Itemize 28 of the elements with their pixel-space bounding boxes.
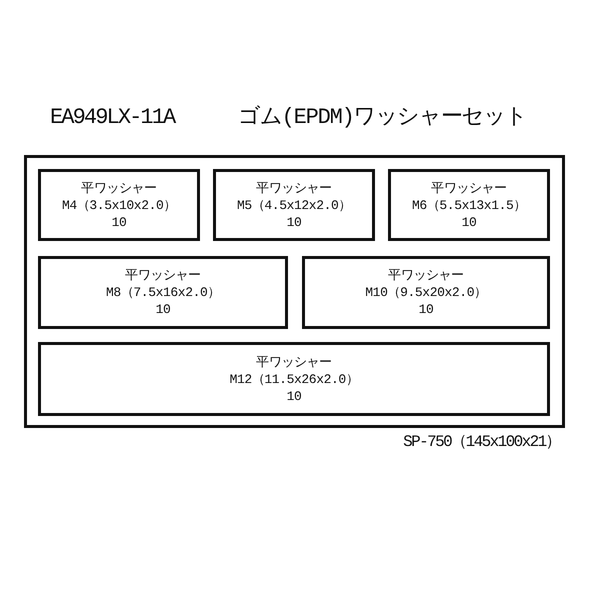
part-name: 平ワッシャー	[125, 267, 201, 284]
size-label: M5（4.5x12x2.0）	[236, 196, 351, 214]
compartment-box	[38, 169, 200, 241]
part-name: 平ワッシャー	[81, 180, 157, 196]
model-number: EA949LX-11A	[50, 105, 174, 131]
compartment-box	[213, 169, 375, 241]
size-label: M8（7.5x16x2.0）	[106, 284, 220, 301]
compartment-box	[388, 169, 550, 241]
quantity-label: 10	[462, 214, 476, 230]
part-name: 平ワッシャー	[256, 180, 332, 196]
size-label: M4（3.5x10x2.0）	[62, 196, 176, 214]
compartment-box	[38, 342, 550, 416]
quantity-label: 10	[286, 388, 302, 404]
quantity-label: 10	[156, 301, 170, 318]
part-name: 平ワッシャー	[431, 180, 507, 196]
size-label: M6（5.5x13x1.5）	[412, 196, 526, 214]
heading: ゴム(EPDM)ワッシャーセット	[238, 105, 528, 131]
quantity-label: 10	[286, 214, 302, 230]
case-outline	[24, 155, 565, 428]
quantity-label: 10	[418, 301, 434, 318]
case-size-label: SP-750（145x100x21）	[403, 432, 560, 452]
size-label: M10（9.5x20x2.0）	[365, 284, 487, 301]
part-name: 平ワッシャー	[388, 267, 464, 284]
part-name: 平ワッシャー	[256, 354, 332, 370]
size-label: M12（11.5x26x2.0）	[230, 370, 358, 388]
compartment-box	[302, 256, 550, 329]
compartment-box	[38, 256, 288, 329]
quantity-label: 10	[112, 214, 126, 230]
